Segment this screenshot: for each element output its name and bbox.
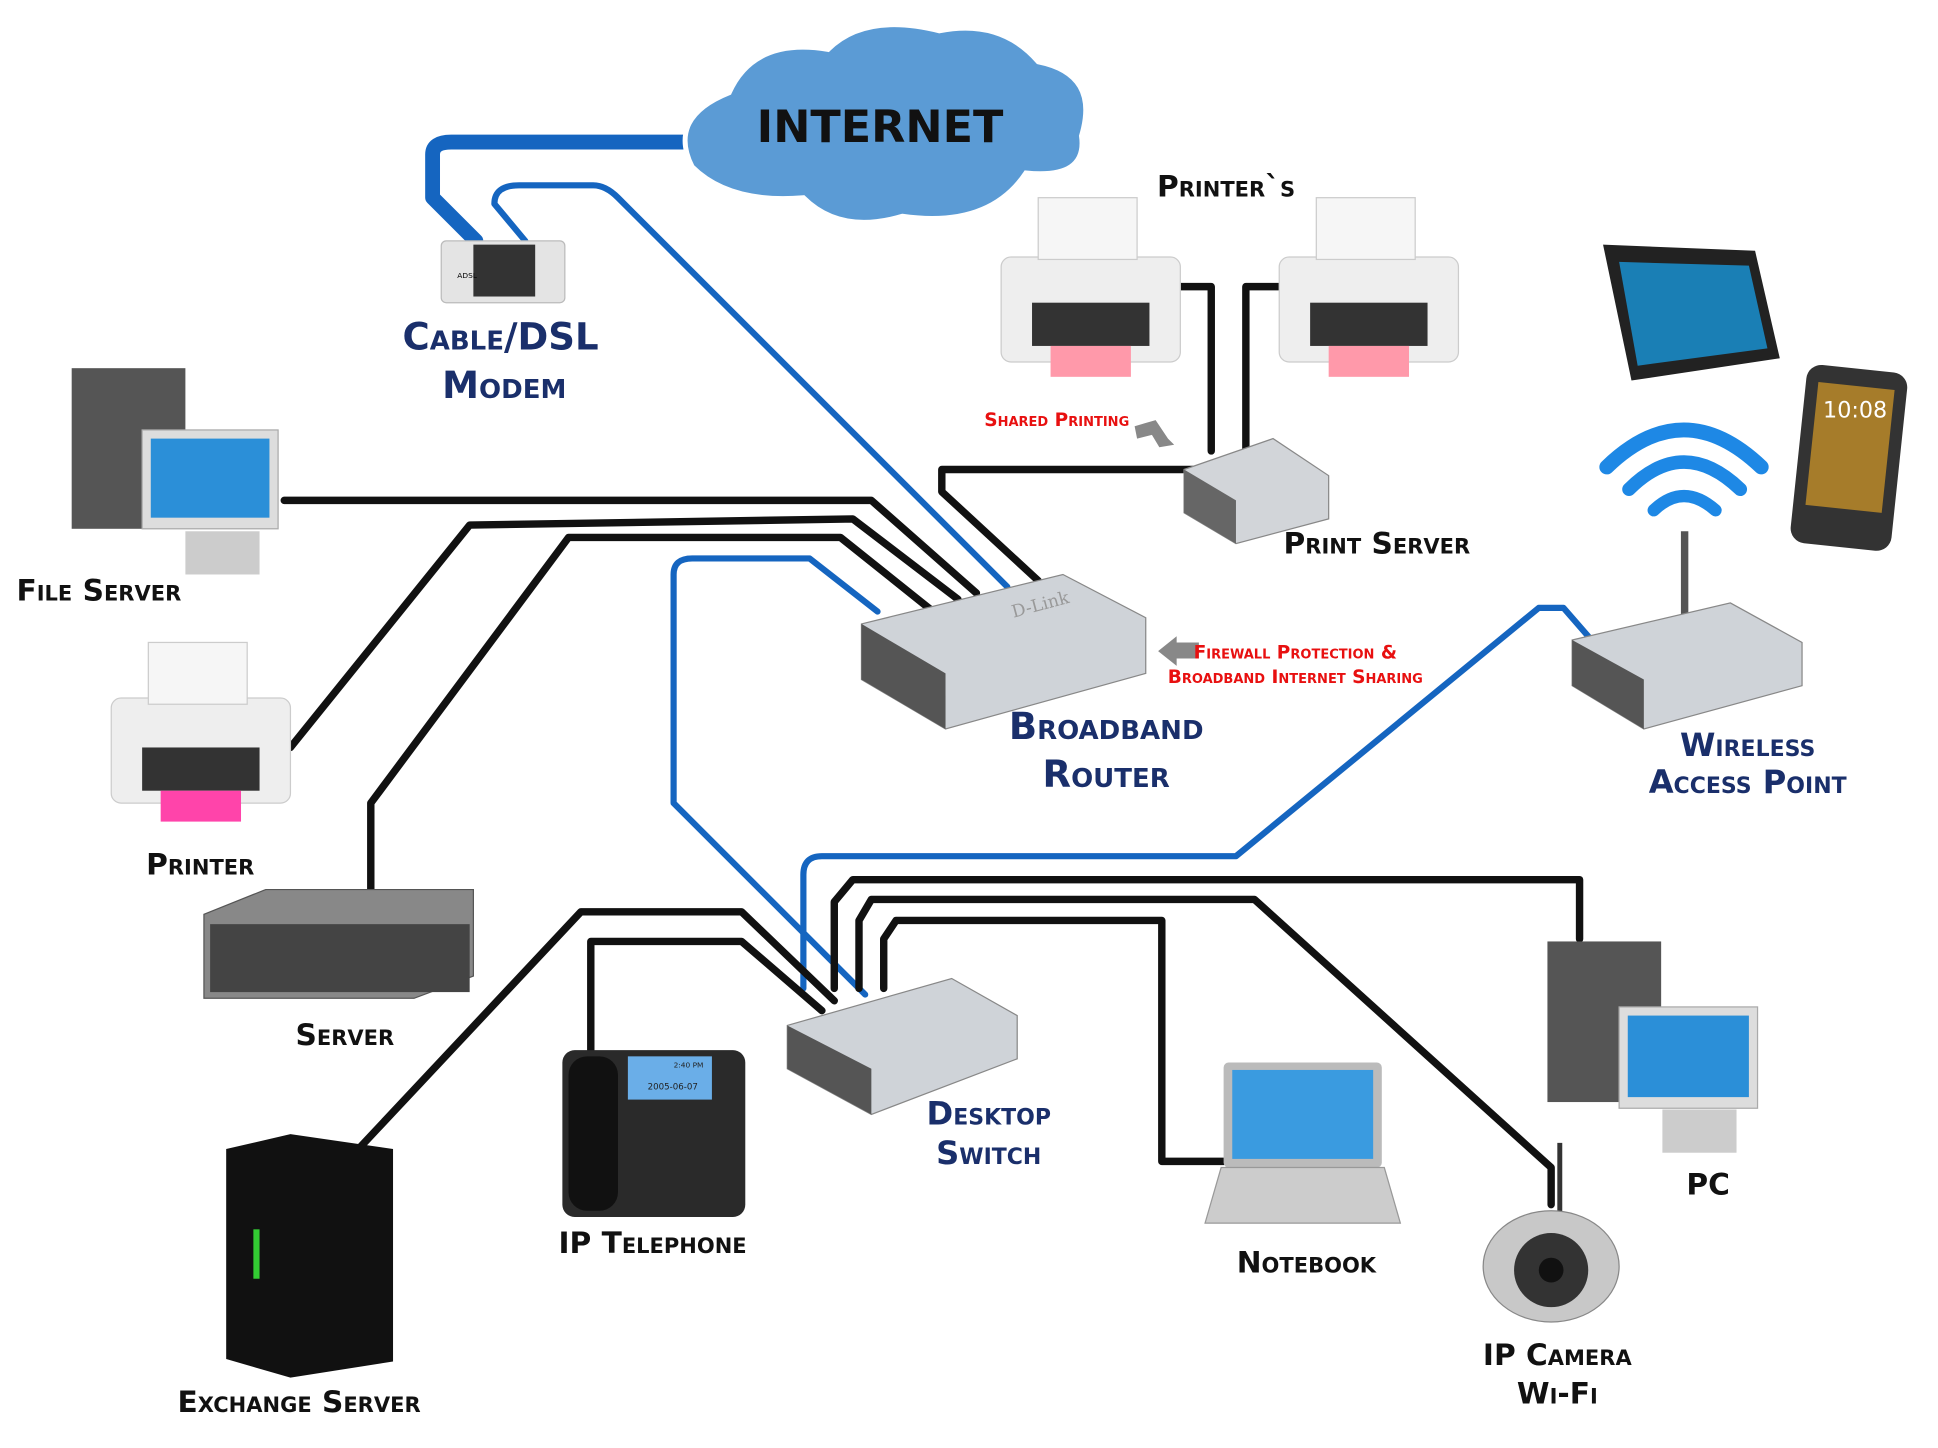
modem-label-1: Cable/DSL — [403, 316, 599, 359]
ap-switch-cable — [800, 604, 1592, 992]
modem-icon: ADSL — [440, 240, 566, 304]
ap-label-1: Wireless — [1680, 726, 1815, 764]
printer2-printserver-cable — [1242, 282, 1283, 455]
phone-date: 2005-06-07 — [648, 1083, 698, 1093]
router-icon: D-Link — [860, 573, 1147, 730]
file-server-icon — [71, 368, 279, 575]
ap-label-2: Access Point — [1649, 763, 1847, 801]
printserver-router-cable — [938, 465, 1197, 585]
firewall-arrow-icon — [1158, 636, 1199, 666]
ip-camera-icon — [1482, 1142, 1620, 1323]
ip-telephone-label: IP Telephone — [559, 1225, 747, 1260]
print-server-icon — [1183, 437, 1330, 545]
pc-icon — [1547, 941, 1759, 1153]
firewall-note-2: Broadband Internet Sharing — [1168, 667, 1423, 688]
wireless-ap-icon — [1571, 531, 1803, 730]
internet-label: INTERNET — [757, 102, 1004, 153]
exchange-switch-cable — [354, 908, 838, 1153]
shared-printer-2-icon — [1278, 197, 1460, 377]
camera-switch-cable — [855, 895, 1555, 1209]
tablet-icon — [1603, 244, 1780, 381]
firewall-note-1: Firewall Protection & — [1194, 643, 1397, 664]
smartphone-icon: 10:08 — [1790, 364, 1908, 551]
modem-router-cable — [491, 182, 1011, 590]
labels: Cable/DSL Modem File Server Printer Serv… — [16, 168, 1846, 1419]
internet-cloud: INTERNET — [682, 22, 1089, 225]
switch-router-cable — [670, 555, 881, 998]
wifi-icon — [1599, 422, 1769, 517]
ip-camera-label-1: IP Camera — [1483, 1337, 1633, 1372]
printer1-printserver-cable — [1176, 282, 1215, 455]
shared-printing-note: Shared Printing — [984, 410, 1129, 431]
notebook-switch-cable — [880, 916, 1228, 1166]
cables — [280, 134, 1592, 1209]
pc-label: PC — [1686, 1167, 1729, 1202]
switch-label-2: Switch — [936, 1134, 1041, 1172]
modem-label-2: Modem — [442, 364, 566, 407]
router-label-2: Router — [1043, 753, 1170, 796]
ip-camera-label-2: Wi-Fi — [1517, 1376, 1598, 1411]
phone-time: 2:40 PM — [674, 1060, 704, 1069]
desktop-switch-icon — [786, 977, 1018, 1116]
pc-switch-cable — [830, 875, 1584, 993]
printer-label: Printer — [146, 847, 254, 882]
modem-internet-cable — [425, 134, 700, 249]
shared-printing-arrow-icon — [1134, 420, 1175, 448]
printer-router-cable — [286, 515, 962, 752]
phone-clock: 10:08 — [1823, 398, 1887, 424]
shared-printer-1-icon — [1000, 197, 1181, 377]
notebook-label: Notebook — [1237, 1245, 1377, 1280]
modem-tag: ADSL — [457, 271, 477, 280]
exchange-server-icon — [226, 1134, 394, 1378]
exchange-server-label: Exchange Server — [178, 1384, 421, 1419]
switch-label-1: Desktop — [927, 1094, 1051, 1132]
printers-label: Printer`s — [1157, 168, 1295, 203]
notebook-icon — [1204, 1062, 1402, 1224]
file-server-label: File Server — [16, 572, 181, 607]
router-label-1: Broadband — [1009, 705, 1204, 748]
server-label: Server — [296, 1017, 395, 1052]
phone-switch-cable — [587, 937, 826, 1054]
file-server-router-cable — [280, 496, 981, 597]
print-server-label: Print Server — [1284, 526, 1471, 561]
rack-server-icon — [203, 888, 474, 999]
ip-telephone-icon: 2005-06-07 2:40 PM — [562, 1050, 746, 1217]
server-router-cable — [367, 533, 937, 894]
printer-icon — [110, 641, 292, 822]
